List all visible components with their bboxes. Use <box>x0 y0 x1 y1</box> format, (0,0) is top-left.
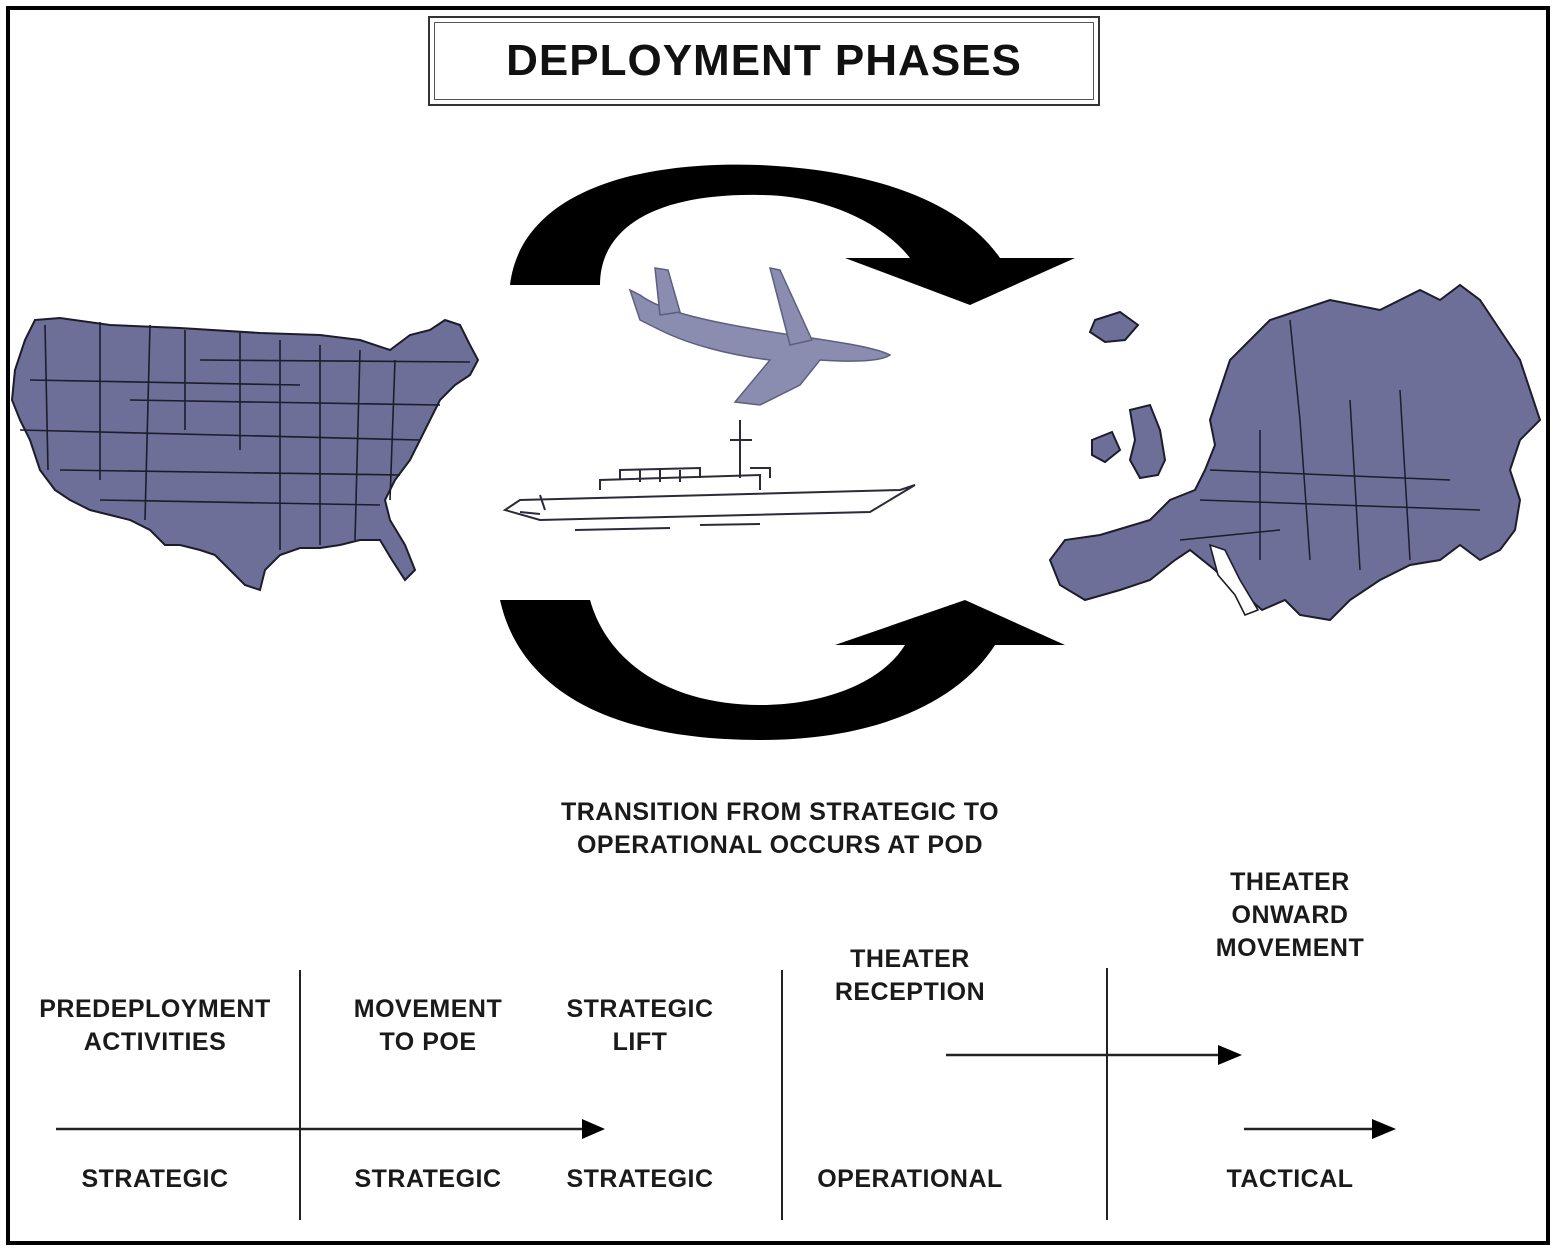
phase-label-line1: THEATER <box>850 945 970 973</box>
title-box: DEPLOYMENT PHASES <box>428 16 1100 106</box>
usa-map <box>10 316 480 592</box>
level-label: TACTICAL <box>1226 1165 1354 1193</box>
aircraft-icon <box>628 267 892 406</box>
usa-outline <box>10 316 480 592</box>
british-isles <box>1091 403 1167 480</box>
phase-label-line2: RECEPTION <box>834 978 986 1006</box>
iceland <box>1088 310 1140 344</box>
diagram-frame <box>6 6 1550 1245</box>
phase-label-line2: LIFT <box>612 1028 668 1056</box>
europe-borders <box>1179 319 1481 571</box>
phase-movement-to-poe: MOVEMENT TO POE <box>318 993 538 1059</box>
transition-note-line1: TRANSITION FROM STRATEGIC TO <box>560 798 1000 826</box>
phase-label-line1: MOVEMENT <box>353 995 503 1023</box>
strategic-arrow-head <box>582 1119 605 1139</box>
ship-details <box>519 494 761 531</box>
ship-rail <box>619 466 701 482</box>
aircraft-tail <box>654 267 681 316</box>
phase-label-line2: TO POE <box>379 1028 477 1056</box>
level-label: STRATEGIC <box>81 1165 229 1193</box>
usa-state-borders <box>19 322 471 550</box>
phase-label-line2: ONWARD <box>1231 901 1349 929</box>
phase-strategic-lift: STRATEGIC LIFT <box>540 993 740 1059</box>
aircraft-body <box>628 288 892 406</box>
ship-icon <box>502 420 916 531</box>
separator-1 <box>299 970 301 1220</box>
transition-note-line2: OPERATIONAL OCCURS AT POD <box>576 831 984 859</box>
bottom-cycle-arrow <box>500 600 1065 740</box>
europe-mainland <box>1048 283 1542 622</box>
flow-arrows <box>56 1045 1396 1139</box>
italy <box>1208 543 1260 617</box>
operational-arrow-head <box>1218 1045 1242 1065</box>
top-cycle-arrow <box>510 164 1075 305</box>
phase-label-line3: MOVEMENT <box>1215 934 1365 962</box>
phase-theater-reception: THEATER RECEPTION <box>800 943 1020 1009</box>
aircraft-wing <box>768 267 814 346</box>
level-label: STRATEGIC <box>354 1165 502 1193</box>
title-box-inner: DEPLOYMENT PHASES <box>434 22 1094 100</box>
cycle-arrows <box>500 164 1075 740</box>
ship-mast <box>730 420 771 478</box>
diagram-title: DEPLOYMENT PHASES <box>506 36 1022 85</box>
level-label: STRATEGIC <box>566 1165 714 1193</box>
separator-3 <box>1106 968 1108 1220</box>
phase-theater-onward-movement: THEATER ONWARD MOVEMENT <box>1180 866 1400 965</box>
phase-label-line2: ACTIVITIES <box>83 1028 227 1056</box>
phase-label-line1: THEATER <box>1230 868 1350 896</box>
tactical-arrow-head <box>1372 1119 1396 1139</box>
phase-predeployment: PREDEPLOYMENT ACTIVITIES <box>20 993 290 1059</box>
europe-map <box>1048 283 1542 622</box>
separator-2 <box>781 970 783 1220</box>
level-label: OPERATIONAL <box>817 1165 1003 1193</box>
phase-label-line1: PREDEPLOYMENT <box>39 995 271 1023</box>
phase-label-line1: STRATEGIC <box>566 995 714 1023</box>
transition-note: TRANSITION FROM STRATEGIC TO OPERATIONAL… <box>480 796 1080 862</box>
ship-hull <box>502 484 916 522</box>
